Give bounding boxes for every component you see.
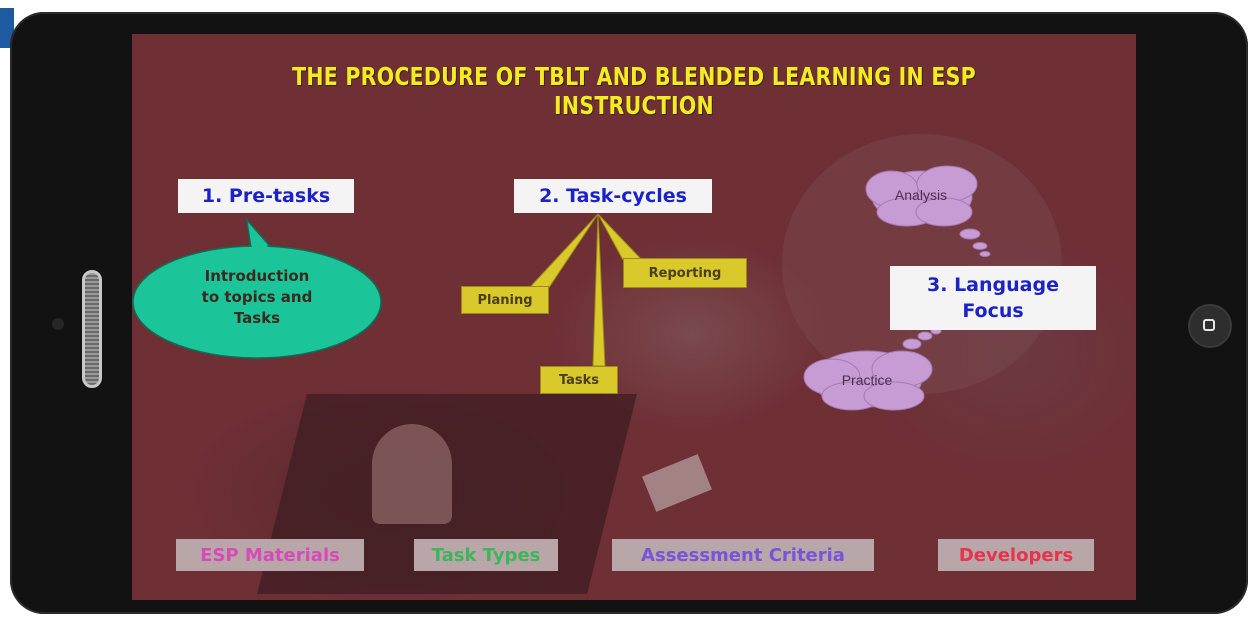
- intro-line-1: Introduction: [204, 267, 310, 285]
- background-photo-presenter: [372, 424, 452, 524]
- task-part-tasks: Tasks: [540, 366, 618, 394]
- intro-callout-text: Introduction to topics and Tasks: [168, 266, 346, 329]
- practice-label: Practice: [841, 372, 893, 388]
- intro-line-3: Tasks: [233, 309, 281, 327]
- step-language-focus-line2: Focus: [962, 300, 1024, 322]
- camera-icon: [52, 318, 64, 330]
- nav-task-types-button[interactable]: Task Types: [414, 539, 558, 571]
- slide-title: THE PROCEDURE OF TBLT AND BLENDED LEARNI…: [292, 62, 976, 120]
- task-part-reporting: Reporting: [623, 258, 747, 288]
- slide-screen: THE PROCEDURE OF TBLT AND BLENDED LEARNI…: [132, 34, 1136, 600]
- intro-speech-bubble: [132, 217, 382, 359]
- intro-line-2: to topics and: [201, 288, 313, 306]
- task-part-planing: Planing: [461, 286, 549, 314]
- practice-cloud: [803, 327, 942, 411]
- nav-assessment-criteria-button[interactable]: Assessment Criteria: [612, 539, 874, 571]
- analysis-cloud: [865, 165, 991, 257]
- diagram-shapes: [132, 165, 991, 411]
- nav-esp-materials-button[interactable]: ESP Materials: [176, 539, 364, 571]
- step-pre-tasks-label: 1. Pre-tasks: [201, 185, 331, 207]
- step-task-cycles-label: 2. Task-cycles: [539, 185, 687, 207]
- analysis-label: Analysis: [894, 187, 948, 203]
- step-pre-tasks: 1. Pre-tasks: [178, 179, 354, 213]
- home-square-icon[interactable]: [1190, 306, 1230, 346]
- step-language-focus: 3. Language Focus: [890, 266, 1096, 330]
- step-task-cycles: 2. Task-cycles: [514, 179, 712, 213]
- nav-developers-button[interactable]: Developers: [938, 539, 1094, 571]
- step-language-focus-line1: 3. Language: [927, 274, 1059, 296]
- side-button-icon[interactable]: [82, 270, 102, 388]
